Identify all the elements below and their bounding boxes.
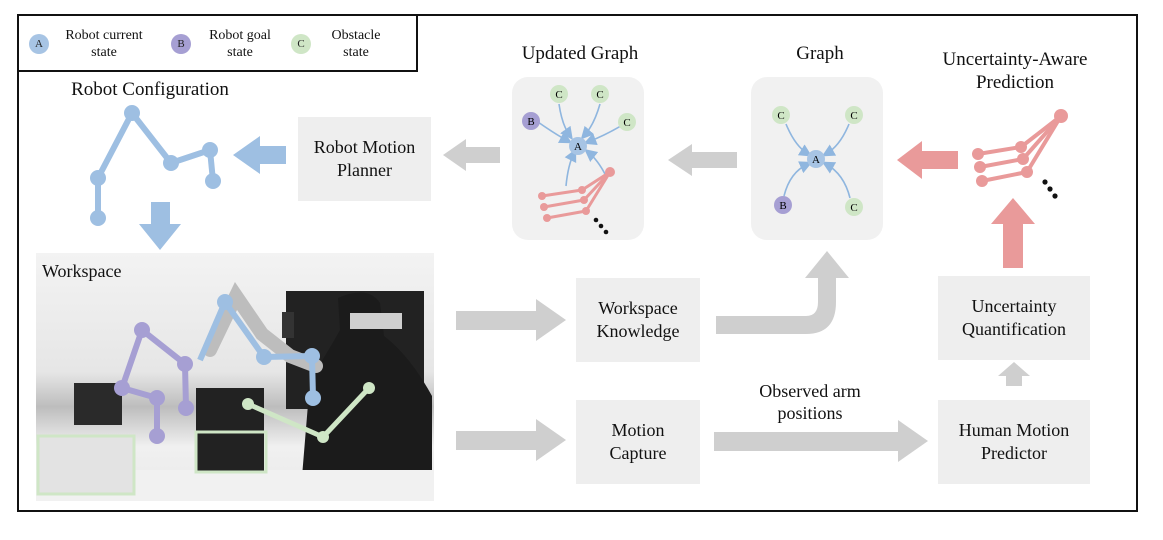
workspace-photo: Workspace [36, 253, 434, 501]
legend-c-label: Obstacle state [331, 28, 381, 60]
legend: A Robot current state B Robot goal state… [17, 14, 418, 72]
legend-a-label: Robot current state [65, 28, 143, 60]
workspace-knowledge-box: Workspace Knowledge [576, 278, 700, 362]
legend-b-label: Robot goal state [209, 28, 271, 60]
graph-panel [751, 77, 883, 240]
motion-capture-box: Motion Capture [576, 400, 700, 484]
robot-configuration-title: Robot Configuration [71, 79, 229, 100]
graph-title: Graph [796, 43, 844, 64]
legend-b-node: B [171, 34, 191, 54]
human-motion-predictor-box: Human Motion Predictor [938, 400, 1090, 484]
updated-graph-title: Updated Graph [521, 43, 639, 64]
uncertainty-aware-prediction-title: Uncertainty-Aware Prediction [942, 49, 1088, 93]
legend-a-node: A [29, 34, 49, 54]
updated-graph-panel [512, 77, 644, 240]
observed-arm-positions-label: Observed arm positions [759, 381, 861, 423]
robot-motion-planner-box: Robot Motion Planner [298, 117, 431, 201]
workspace-label: Workspace [42, 261, 122, 281]
diagram-frame [17, 14, 1138, 512]
legend-c-node: C [291, 34, 311, 54]
uncertainty-quantification-box: Uncertainty Quantification [938, 276, 1090, 360]
